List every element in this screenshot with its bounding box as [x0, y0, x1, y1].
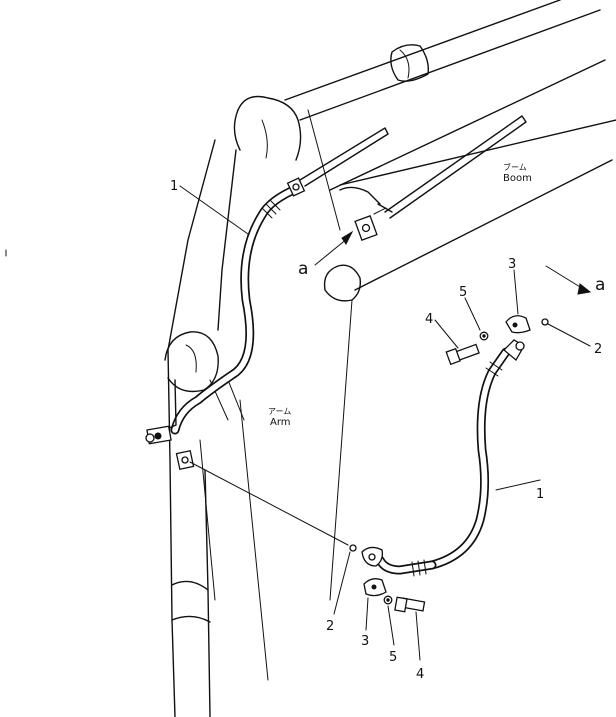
callout-a-detail: a: [595, 275, 605, 295]
arm-structure: [164, 139, 269, 717]
callout-4-top: 4: [425, 312, 433, 327]
hose-exploded: [361, 339, 541, 577]
hose-installed: [145, 177, 306, 445]
callout-2-top: 2: [594, 342, 602, 357]
callout-4-bottom: 4: [416, 667, 424, 682]
leader-lines: [179, 109, 592, 601]
boom-structure: [233, 0, 616, 302]
callout-5-top: 5: [459, 285, 467, 300]
arm-label-en: Arm: [270, 417, 291, 428]
callout-3-top: 3: [508, 257, 516, 272]
callout-3-bottom: 3: [361, 634, 369, 649]
mount-arm-side: [175, 449, 195, 471]
boom-label-jp: ブーム: [503, 162, 527, 172]
callout-a-main: a: [298, 259, 308, 279]
hardware-top: [434, 269, 591, 366]
fitting-boom-side: [354, 203, 393, 241]
arm-label-jp: アーム: [268, 407, 291, 416]
callout-5-bottom: 5: [389, 650, 397, 665]
boom-label-en: Boom: [503, 173, 532, 184]
hardware-bottom: [333, 544, 426, 661]
callout-2-bottom: 2: [326, 619, 334, 634]
callout-1-detail: 1: [536, 487, 544, 502]
callout-1-main: 1: [170, 179, 178, 194]
